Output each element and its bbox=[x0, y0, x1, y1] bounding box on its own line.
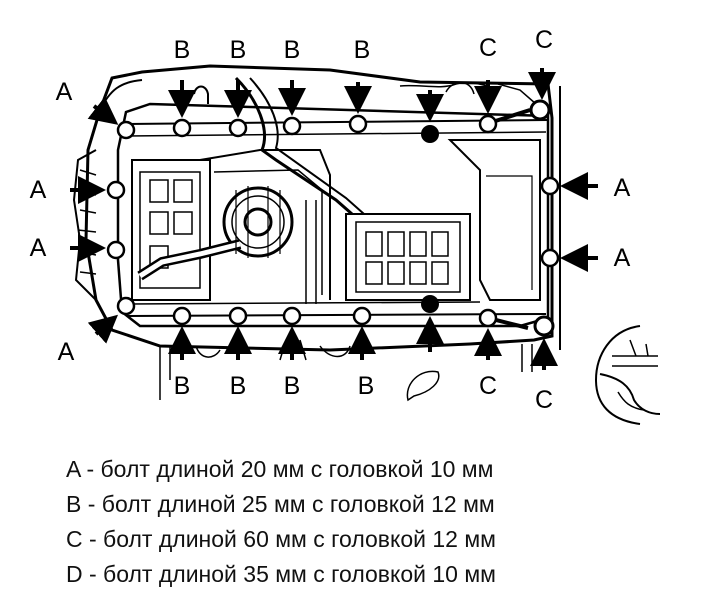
bolt-d bbox=[421, 125, 439, 313]
legend-item-a: A - болт длиной 20 мм с головкой 10 мм bbox=[66, 456, 494, 482]
callout-c-bottom-2: C bbox=[535, 386, 553, 414]
callout-b-top-3: B bbox=[284, 36, 301, 64]
callout-a-left-2: A bbox=[30, 176, 47, 204]
bolt-set bbox=[106, 99, 560, 337]
legend-item-b: B - болт длиной 25 мм с головкой 12 мм bbox=[66, 491, 495, 517]
bolt-a bbox=[106, 120, 560, 316]
arrow-a-left-1 bbox=[87, 96, 119, 125]
callout-labels: B B B B C C A A A A A A B B B B C C bbox=[30, 26, 631, 414]
callout-a-right-2: A bbox=[614, 244, 631, 272]
callout-a-left-1: A bbox=[56, 78, 73, 106]
callout-a-left-3: A bbox=[30, 234, 47, 262]
bolt-c bbox=[478, 99, 555, 337]
callout-c-top-1: C bbox=[479, 34, 497, 62]
callout-b-top-4: B bbox=[354, 36, 371, 64]
oil-pan-drawing bbox=[72, 64, 661, 425]
callout-b-bottom-2: B bbox=[230, 372, 247, 400]
callout-b-bottom-3: B bbox=[284, 372, 301, 400]
arrow-a-left-4 bbox=[87, 314, 119, 344]
callout-b-bottom-1: B bbox=[174, 372, 191, 400]
callout-a-left-4: A bbox=[58, 338, 75, 366]
legend-item-d: D - болт длиной 35 мм с головкой 10 мм bbox=[66, 561, 496, 587]
callout-arrows bbox=[70, 68, 598, 370]
callout-a-right-1: A bbox=[614, 174, 631, 202]
callout-b-top-2: B bbox=[230, 36, 247, 64]
legend-item-c: C - болт длиной 60 мм с головкой 12 мм bbox=[66, 526, 496, 552]
callout-b-bottom-4: B bbox=[358, 372, 375, 400]
oil-pan-bolt-diagram: B B B B C C A A A A A A B B B B C C bbox=[30, 26, 661, 425]
callout-b-top-1: B bbox=[174, 36, 191, 64]
callout-c-top-2: C bbox=[535, 26, 553, 54]
callout-c-bottom-1: C bbox=[479, 372, 497, 400]
bolt-b bbox=[172, 114, 372, 326]
bolt-legend: A - болт длиной 20 мм с головкой 10 мм B… bbox=[66, 452, 686, 592]
